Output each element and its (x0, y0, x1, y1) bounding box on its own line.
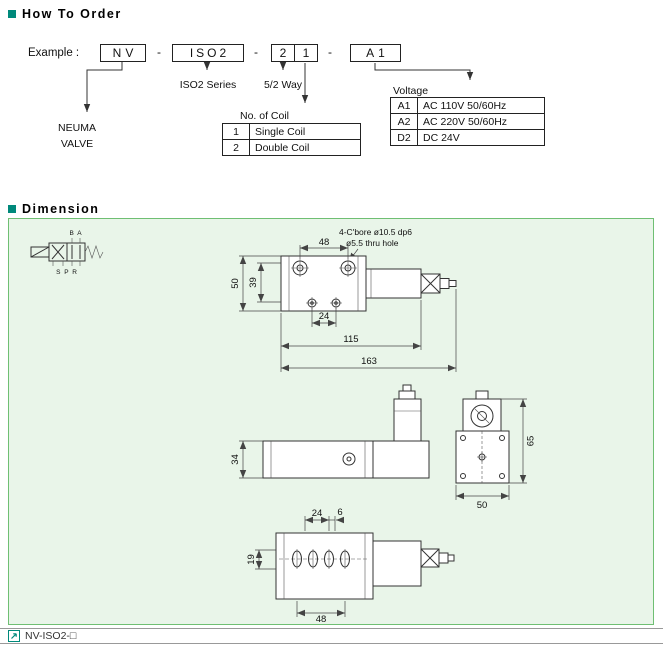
voltage-code-cell: D2 (390, 129, 418, 146)
dim-label-34: 34 (230, 454, 241, 465)
order-code-cell-coil: 1 (294, 45, 317, 61)
section-title: How To Order (22, 7, 122, 21)
side-view-drawing: 34 (230, 384, 430, 479)
arrow-to-voltage-table (374, 63, 474, 80)
example-label: Example : (28, 47, 80, 59)
voltage-table: A1 AC 110V 50/60Hz A2 AC 220V 50/60Hz D2… (390, 97, 545, 146)
solenoid-block (372, 540, 422, 587)
coil-code-cell: 1 (222, 123, 250, 140)
order-code-cell-way: 2 (279, 46, 287, 60)
dim-label-163: 163 (361, 356, 377, 367)
symbol-port-labels-top: B A (69, 230, 82, 237)
voltage-table-title: Voltage (393, 85, 429, 97)
section-bullet-icon (8, 205, 16, 213)
table-row: 2 Double Coil (222, 139, 361, 156)
order-code-box-21: 2 1 (271, 44, 318, 62)
voltage-desc-cell: AC 110V 50/60Hz (417, 97, 545, 114)
section-header-how-to-order: How To Order (8, 7, 122, 21)
dash-separator: - (328, 45, 332, 59)
dim-label-bottom-24: 24 (312, 508, 323, 519)
coil-desc-cell: Single Coil (249, 123, 361, 140)
label-neuma: NEUMA (58, 122, 96, 134)
dim-label-48: 48 (319, 237, 330, 248)
section-header-dimension: Dimension (8, 202, 99, 216)
section-bullet-icon (8, 10, 16, 18)
solenoid-block (372, 440, 430, 479)
footer-code: NV-ISO2-□ (25, 630, 77, 642)
footer: NV-ISO2-□ (0, 628, 663, 644)
cbore-annotation: 4-C'bore ø10.5 dp6 (339, 227, 412, 237)
end-view-drawing: 65 50 (455, 390, 537, 511)
top-view-drawing: 4-C'bore ø10.5 dp6 ø5.5 thru hole (230, 227, 457, 372)
table-row: A1 AC 110V 50/60Hz (390, 97, 545, 114)
coil-table-title: No. of Coil (240, 110, 290, 122)
label-iso2-series: ISO2 Series (179, 79, 237, 91)
arrow-to-neuma-valve (83, 62, 123, 112)
voltage-desc-cell: DC 24V (417, 129, 545, 146)
coil-desc-cell: Double Coil (249, 139, 361, 156)
solenoid-block (365, 268, 422, 299)
dimension-drawing: B A S P R 4-C'bore ø10.5 dp6 ø5.5 thru h… (30, 227, 537, 624)
voltage-desc-cell: AC 220V 50/60Hz (417, 113, 545, 130)
table-row: 1 Single Coil (222, 123, 361, 140)
order-connector-arrows (83, 62, 474, 112)
bottom-view-drawing: 24 6 19 48 (246, 507, 455, 624)
dim-label-39: 39 (248, 277, 259, 288)
voltage-code-cell: A1 (390, 97, 418, 114)
dim-label-50: 50 (230, 278, 241, 289)
coil-code-cell: 2 (222, 139, 250, 156)
valve-symbol-drawing: B A S P R (30, 230, 104, 276)
voltage-code-cell: A2 (390, 113, 418, 130)
coil-table: 1 Single Coil 2 Double Coil (222, 123, 361, 156)
dim-label-115: 115 (343, 334, 358, 345)
order-code-box-a1: A1 (350, 44, 401, 62)
label-valve: VALVE (60, 138, 94, 150)
order-code-box-iso2: ISO2 (172, 44, 244, 62)
dim-label-65: 65 (526, 436, 537, 447)
dim-label-end-50: 50 (477, 500, 488, 511)
table-row: D2 DC 24V (390, 129, 545, 146)
order-code-box-nv: NV (100, 44, 146, 62)
dim-label-19: 19 (246, 554, 257, 565)
dash-separator: - (157, 45, 161, 59)
dim-label-6: 6 (337, 507, 342, 518)
coil-connector (393, 398, 422, 442)
section-title: Dimension (22, 202, 100, 216)
dim-label-24: 24 (319, 311, 330, 322)
dimension-panel: B A S P R 4-C'bore ø10.5 dp6 ø5.5 thru h… (8, 218, 654, 625)
symbol-port-labels-bottom: S P R (56, 269, 78, 276)
thru-hole-annotation: ø5.5 thru hole (346, 238, 399, 248)
table-row: A2 AC 220V 50/60Hz (390, 113, 545, 130)
dim-label-bottom-48: 48 (316, 614, 327, 624)
footer-logo-icon (8, 630, 20, 642)
coil-connector (462, 398, 502, 432)
dash-separator: - (254, 45, 258, 59)
label-5-2-way: 5/2 Way (263, 79, 303, 91)
